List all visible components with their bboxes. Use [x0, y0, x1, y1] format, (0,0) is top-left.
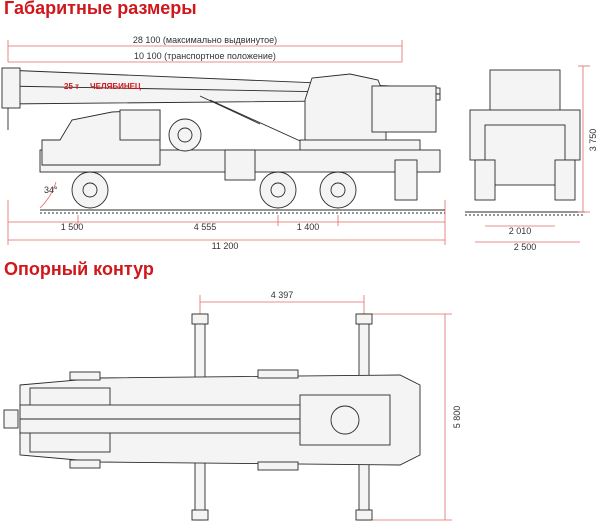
dimension-lines-front [475, 65, 590, 243]
dim-max-extended: 28 100 (максимально выдвинутое) [133, 35, 277, 45]
dim-angle: 34° [44, 185, 58, 195]
crane-front-view [465, 69, 585, 216]
heading-support-contour: Опорный контур [4, 259, 154, 279]
dim-rear-axles: 1 400 [297, 222, 320, 232]
dim-total-length: 11 200 [212, 241, 239, 251]
crane-top-view [3, 313, 421, 521]
dim-transport: 10 100 (транспортное положение) [134, 51, 276, 61]
crane-side-view [1, 67, 445, 214]
dim-height: 3 750 [588, 129, 598, 152]
dim-track: 2 010 [509, 226, 532, 236]
dim-outrigger-base: 4 397 [271, 290, 294, 300]
dim-outrigger-span: 5 800 [452, 406, 462, 429]
dimension-lines-side [7, 40, 446, 245]
heading-dimensions: Габаритные размеры [4, 0, 197, 18]
dim-width: 2 500 [514, 242, 537, 252]
brand-capacity: 25 т [64, 82, 79, 91]
dim-front-overhang: 1 500 [61, 222, 84, 232]
dim-wheelbase: 4 555 [194, 222, 217, 232]
brand-maker: ЧЕЛЯБИНЕЦ [90, 82, 141, 91]
